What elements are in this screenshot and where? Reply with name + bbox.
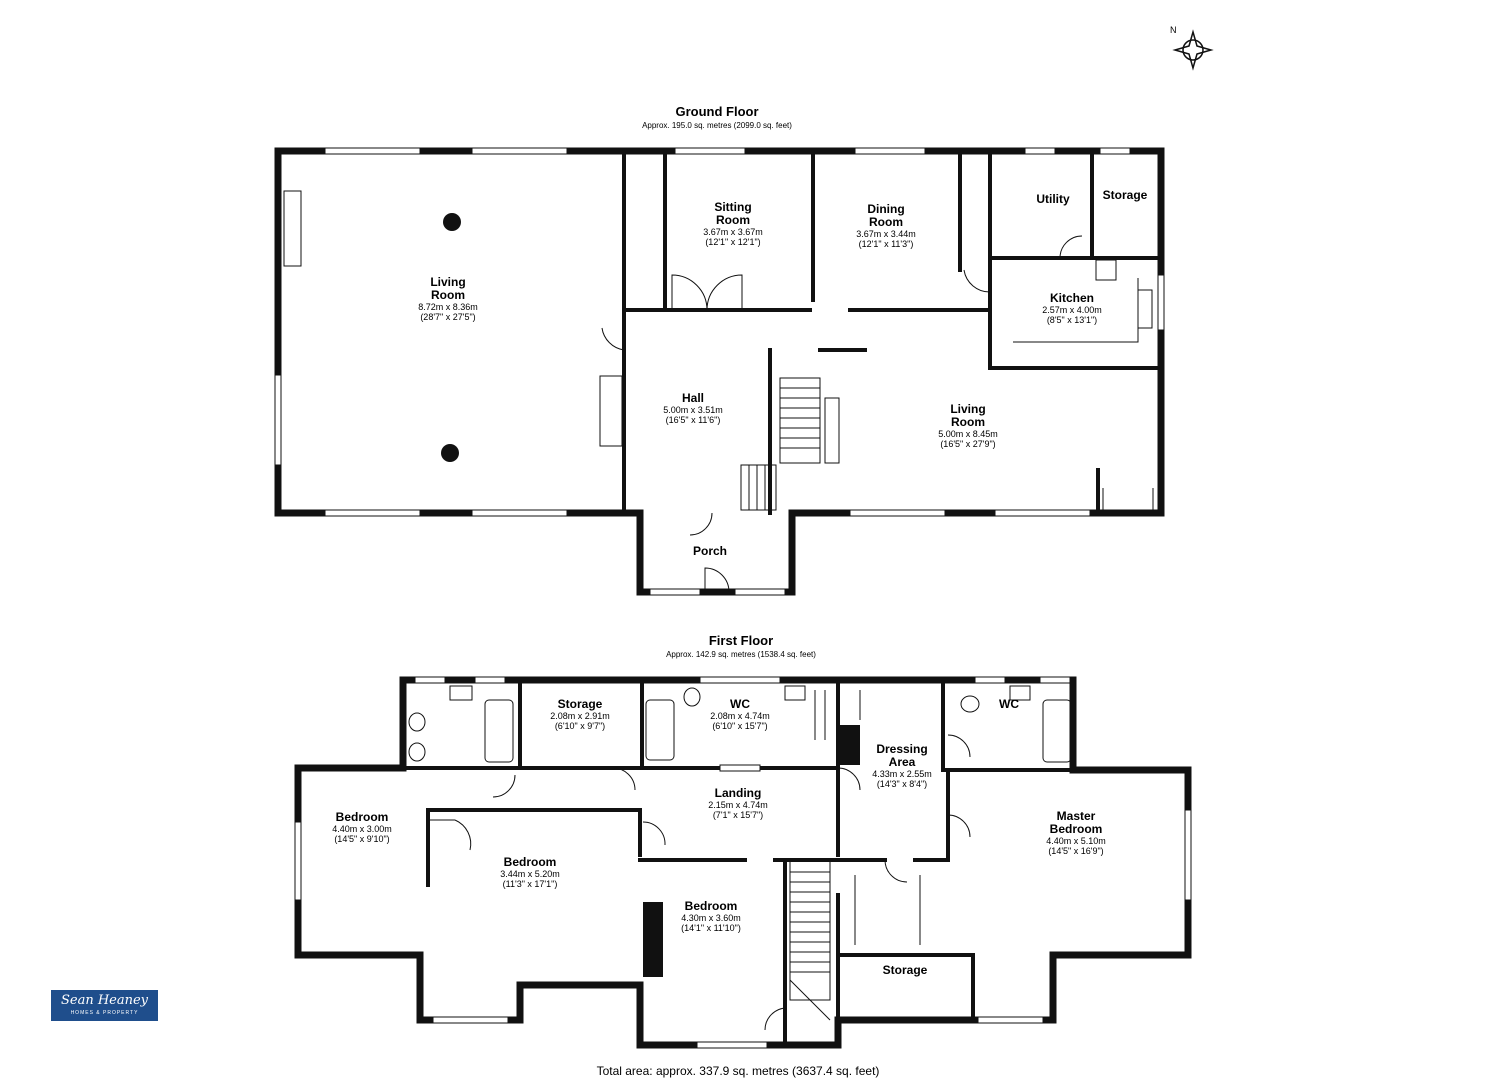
svg-text:Kitchen: Kitchen — [1050, 291, 1094, 305]
svg-text:Bedroom: Bedroom — [1050, 822, 1103, 836]
svg-text:(6'10" x 15'7"): (6'10" x 15'7") — [712, 721, 767, 731]
chimney-block — [643, 902, 663, 977]
total-area: Total area: approx. 337.9 sq. metres (36… — [597, 1064, 880, 1078]
svg-text:Landing: Landing — [715, 786, 762, 800]
svg-text:4.40m x 3.00m: 4.40m x 3.00m — [332, 824, 392, 834]
svg-text:2.08m x 2.91m: 2.08m x 2.91m — [550, 711, 610, 721]
svg-text:Dressing: Dressing — [876, 742, 927, 756]
svg-text:5.00m x 8.45m: 5.00m x 8.45m — [938, 429, 998, 439]
svg-text:(14'5" x 16'9"): (14'5" x 16'9") — [1048, 846, 1103, 856]
room-dining-room: Dining Room 3.67m x 3.44m (12'1" x 11'3"… — [856, 202, 916, 249]
ground-floor-title: Ground Floor — [675, 104, 758, 119]
svg-text:2.15m x 4.74m: 2.15m x 4.74m — [708, 800, 768, 810]
svg-text:(14'1" x 11'10"): (14'1" x 11'10") — [681, 923, 741, 933]
svg-text:4.30m x 3.60m: 4.30m x 3.60m — [681, 913, 741, 923]
svg-text:(6'10" x 9'7"): (6'10" x 9'7") — [555, 721, 605, 731]
svg-text:(12'1" x 12'1"): (12'1" x 12'1") — [705, 237, 760, 247]
room-hall: Hall 5.00m x 3.51m (16'5" x 11'6") — [663, 391, 723, 425]
room-wc-mid: WC 2.08m x 4.74m (6'10" x 15'7") — [710, 697, 770, 731]
agency-logo: Sean Heaney HOMES & PROPERTY — [51, 990, 158, 1021]
ground-floor-area: Approx. 195.0 sq. metres (2099.0 sq. fee… — [642, 121, 792, 130]
svg-text:(8'5" x 13'1"): (8'5" x 13'1") — [1047, 315, 1097, 325]
column-marker — [443, 213, 461, 231]
svg-text:(28'7" x 27'5"): (28'7" x 27'5") — [420, 312, 475, 322]
room-storage-bottom: Storage — [883, 963, 928, 977]
svg-text:8.72m x 8.36m: 8.72m x 8.36m — [418, 302, 478, 312]
svg-text:(14'3" x 8'4"): (14'3" x 8'4") — [877, 779, 927, 789]
svg-text:Porch: Porch — [693, 544, 727, 558]
svg-text:Living: Living — [950, 402, 985, 416]
svg-text:Room: Room — [431, 288, 465, 302]
room-kitchen: Kitchen 2.57m x 4.00m (8'5" x 13'1") — [1042, 291, 1102, 325]
svg-text:Bedroom: Bedroom — [685, 899, 738, 913]
svg-text:Bedroom: Bedroom — [504, 855, 557, 869]
svg-text:(16'5" x 11'6"): (16'5" x 11'6") — [666, 415, 721, 425]
first-floor-area: Approx. 142.9 sq. metres (1538.4 sq. fee… — [666, 650, 816, 659]
svg-text:3.67m x 3.67m: 3.67m x 3.67m — [703, 227, 763, 237]
svg-text:Room: Room — [869, 215, 903, 229]
column-marker — [441, 444, 459, 462]
room-storage-ground: Storage — [1103, 188, 1148, 202]
svg-text:5.00m x 3.51m: 5.00m x 3.51m — [663, 405, 723, 415]
room-bedroom-mid: Bedroom 3.44m x 5.20m (11'3" x 17'1") — [500, 855, 560, 889]
svg-text:Storage: Storage — [558, 697, 603, 711]
svg-text:Sitting: Sitting — [714, 200, 751, 214]
ground-floor-fixtures — [283, 190, 1154, 593]
svg-text:Area: Area — [889, 755, 916, 769]
room-living-room-left: Living Room 8.72m x 8.36m (28'7" x 27'5"… — [418, 275, 478, 322]
svg-text:(7'1" x 15'7"): (7'1" x 15'7") — [713, 810, 763, 820]
room-master-bedroom: Master Bedroom 4.40m x 5.10m (14'5" x 16… — [1046, 809, 1106, 856]
logo-name: Sean Heaney — [60, 993, 149, 1008]
svg-text:(12'1" x 11'3"): (12'1" x 11'3") — [859, 239, 914, 249]
ground-floor-windows — [274, 147, 1165, 596]
svg-text:Utility: Utility — [1036, 192, 1070, 206]
svg-text:2.57m x 4.00m: 2.57m x 4.00m — [1042, 305, 1102, 315]
room-dressing-area: Dressing Area 4.33m x 2.55m (14'3" x 8'4… — [872, 742, 932, 789]
room-porch: Porch — [693, 544, 727, 558]
room-living-room-right: Living Room 5.00m x 8.45m (16'5" x 27'9"… — [938, 402, 998, 449]
first-floor-title: First Floor — [709, 633, 773, 648]
svg-text:(16'5" x 27'9"): (16'5" x 27'9") — [940, 439, 995, 449]
room-wc-right: WC — [999, 697, 1019, 711]
svg-text:(14'5" x 9'10"): (14'5" x 9'10") — [334, 834, 389, 844]
svg-text:Room: Room — [951, 415, 985, 429]
svg-text:4.33m x 2.55m: 4.33m x 2.55m — [872, 769, 932, 779]
svg-text:Room: Room — [716, 213, 750, 227]
svg-text:WC: WC — [730, 697, 750, 711]
svg-text:WC: WC — [999, 697, 1019, 711]
first-floor-walls — [294, 676, 1192, 1049]
svg-text:Bedroom: Bedroom — [336, 810, 389, 824]
compass-icon — [1172, 29, 1214, 71]
compass-label: N — [1170, 25, 1177, 35]
svg-text:Storage: Storage — [1103, 188, 1148, 202]
svg-text:(11'3" x 17'1"): (11'3" x 17'1") — [503, 879, 558, 889]
room-storage-first: Storage 2.08m x 2.91m (6'10" x 9'7") — [550, 697, 610, 731]
room-utility: Utility — [1036, 192, 1070, 206]
chimney-block — [840, 725, 860, 765]
svg-text:2.08m x 4.74m: 2.08m x 4.74m — [710, 711, 770, 721]
svg-text:3.67m x 3.44m: 3.67m x 3.44m — [856, 229, 916, 239]
svg-text:Dining: Dining — [867, 202, 904, 216]
room-bedroom-left: Bedroom 4.40m x 3.00m (14'5" x 9'10") — [332, 810, 392, 844]
room-landing: Landing 2.15m x 4.74m (7'1" x 15'7") — [708, 786, 768, 820]
logo-tagline: HOMES & PROPERTY — [70, 1010, 139, 1016]
svg-text:Master: Master — [1057, 809, 1096, 823]
svg-text:4.40m x 5.10m: 4.40m x 5.10m — [1046, 836, 1106, 846]
svg-text:Living: Living — [430, 275, 465, 289]
first-floor-fixtures — [408, 685, 1072, 1031]
room-bedroom-center: Bedroom 4.30m x 3.60m (14'1" x 11'10") — [681, 899, 741, 933]
svg-text:3.44m x 5.20m: 3.44m x 5.20m — [500, 869, 560, 879]
svg-text:Hall: Hall — [682, 391, 704, 405]
room-sitting-room: Sitting Room 3.67m x 3.67m (12'1" x 12'1… — [703, 200, 763, 247]
first-floor-windows — [294, 676, 1192, 1049]
svg-text:Storage: Storage — [883, 963, 928, 977]
